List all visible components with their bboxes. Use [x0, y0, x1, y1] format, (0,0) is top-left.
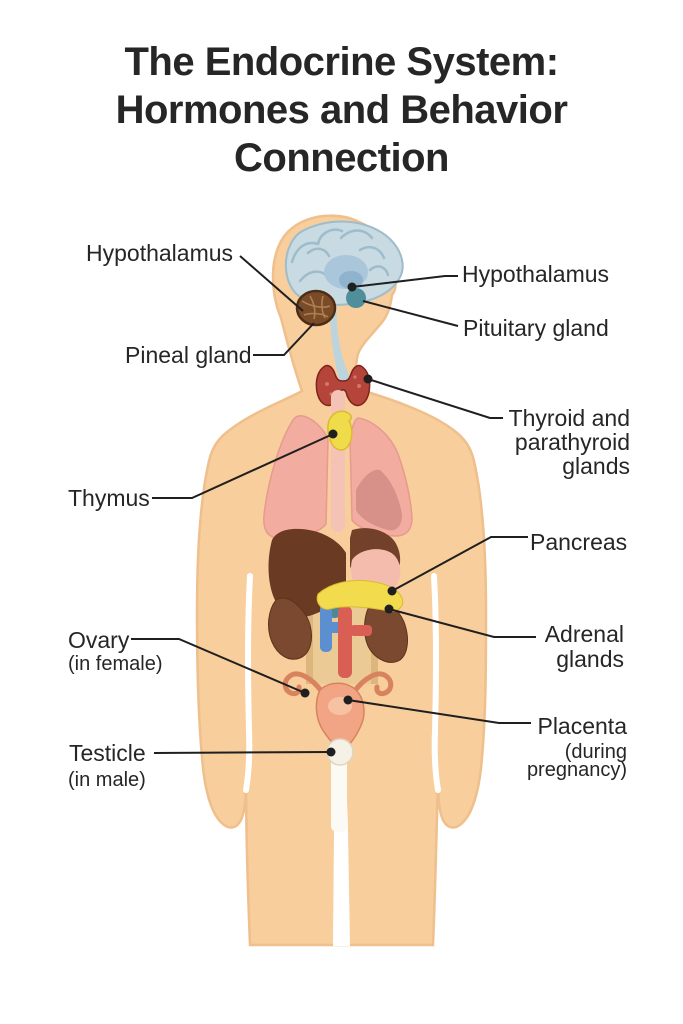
hypothalamus-region: [339, 271, 363, 289]
leader-hypothalamus-right: [351, 275, 458, 288]
leader-ovary: [131, 638, 306, 694]
artery-illustration: [338, 606, 352, 678]
leader-adrenal: [388, 608, 536, 638]
thymus-gland-illustration: [327, 410, 353, 451]
right-lung-shadow: [356, 469, 402, 531]
right-arm-gap: [431, 573, 441, 793]
page-title: The Endocrine System: Hormones and Behav…: [0, 38, 683, 182]
pineal-gland-illustration: [295, 289, 337, 327]
left-kidney-illustration: [268, 597, 313, 660]
label-testicle-note: (in male): [68, 769, 146, 791]
leader-pancreas: [391, 536, 528, 592]
label-placenta-note-2: pregnancy): [526, 759, 627, 781]
label-pituitary-gland: Pituitary gland: [463, 315, 609, 341]
leader-hypothalamus-left: [239, 255, 304, 312]
title-line-1: The Endocrine System:: [124, 40, 559, 84]
title-line-3: Connection: [234, 136, 449, 180]
left-arm-gap: [243, 573, 253, 793]
label-hypothalamus-left: Hypothalamus: [86, 240, 234, 266]
brainstem-illustration: [330, 288, 354, 392]
label-hypothalamus-right: Hypothalamus: [462, 261, 610, 287]
leader-placenta: [347, 699, 531, 724]
label-pineal-gland: Pineal gland: [125, 342, 252, 368]
thyroid-gland-illustration: [315, 364, 371, 407]
label-thyroid-parathyroid: Thyroid and parathyroid glands: [508, 405, 630, 479]
label-adrenal-glands: Adrenal glands: [544, 621, 624, 672]
vaginal-canal-illustration: [331, 758, 347, 832]
title-line-2: Hormones and Behavior: [115, 88, 568, 132]
pancreas-illustration: [316, 580, 404, 612]
leader-thyroid: [367, 378, 503, 419]
pituitary-gland-illustration: [346, 288, 366, 308]
leader-testicle: [153, 751, 332, 754]
label-testicle: Testicle: [69, 740, 146, 766]
label-ovary: Ovary: [68, 627, 130, 653]
label-placenta-note-1: (during: [564, 741, 627, 763]
label-thymus: Thymus: [68, 485, 150, 511]
label-ovary-note: (in female): [68, 653, 163, 675]
label-placenta: Placenta: [537, 713, 627, 739]
label-pancreas: Pancreas: [530, 529, 628, 555]
leader-thymus: [152, 433, 334, 499]
leader-pituitary-gland: [362, 300, 459, 327]
leader-pineal-gland: [253, 322, 315, 356]
leader-lines: [131, 255, 536, 757]
